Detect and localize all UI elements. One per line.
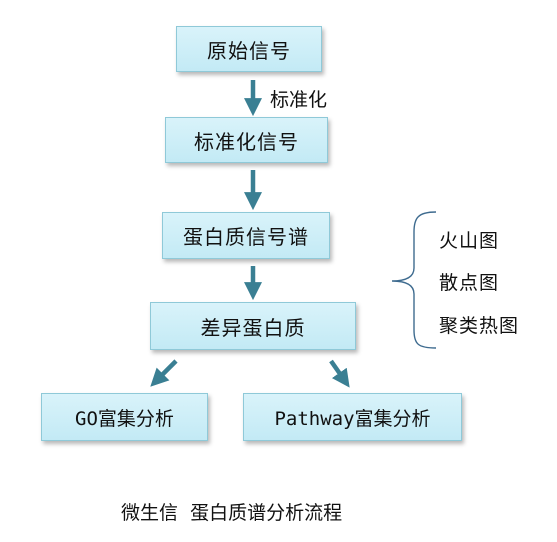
arrow-diff-to-go xyxy=(150,359,178,387)
node-normalized-signal: 标准化信号 xyxy=(165,117,328,163)
node-protein-spectrum: 蛋白质信号谱 xyxy=(162,212,330,259)
brace-grouping xyxy=(391,211,437,349)
side-item-volcano-plot: 火山图 xyxy=(439,230,500,252)
side-item-cluster-heatmap: 聚类热图 xyxy=(439,315,520,337)
node-pathway-enrichment: Pathway富集分析 xyxy=(243,393,462,441)
arrow-diff-to-pathway xyxy=(329,359,350,388)
node-differential-protein: 差异蛋白质 xyxy=(150,302,356,350)
figure-caption: 微生信 蛋白质谱分析流程 xyxy=(121,502,343,524)
edge-label-normalize: 标准化 xyxy=(270,89,328,111)
side-item-scatter-plot: 散点图 xyxy=(439,272,500,294)
node-go-enrichment: GO富集分析 xyxy=(41,393,208,441)
node-raw-signal: 原始信号 xyxy=(176,26,322,72)
